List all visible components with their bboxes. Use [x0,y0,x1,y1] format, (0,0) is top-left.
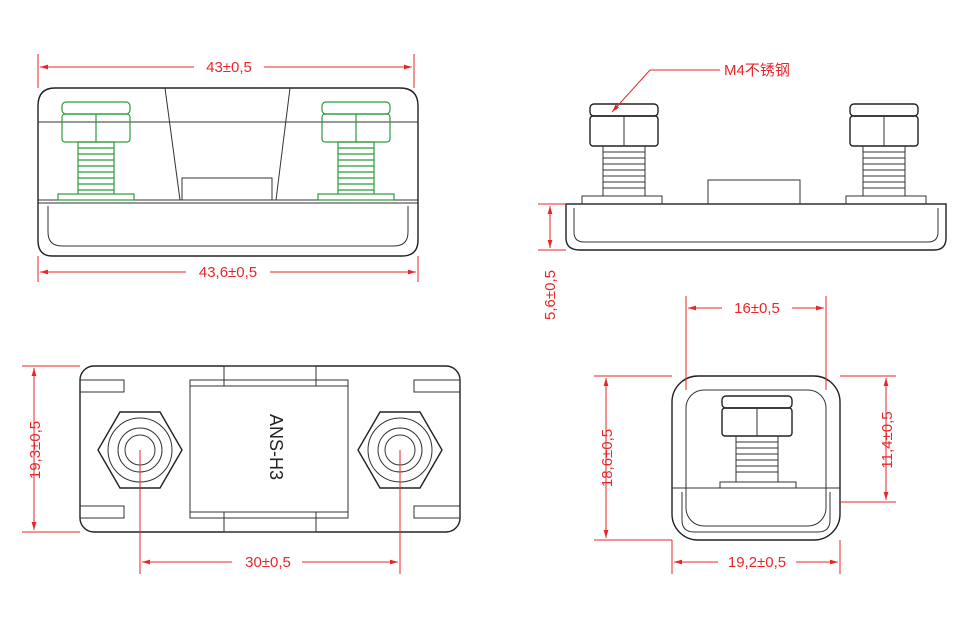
dim-end-inner-width: 16±0,5 [734,300,780,317]
front-right-bolt [317,101,395,201]
dim-end-height: 18,6±0,5 [599,429,616,487]
top-view: ANS-H3 30±0,5 19,3±0,5 [22,365,461,574]
end-view: 16±0,5 19,2±0,5 18,6±0,5 11,4±0,5 [594,296,896,574]
dim-front-bottom-width: 43,6±0,5 [199,264,257,281]
dim-bolt-spacing: 30±0,5 [245,554,291,571]
front-view: 43±0,5 43,6±0,5 [37,54,419,282]
dim-side-base-height: 5,6±0,5 [542,270,559,320]
dim-end-outer-width: 19,2±0,5 [728,554,786,571]
fuse-marking: ANS-H3 [266,414,286,480]
end-bolt [721,395,793,482]
dim-front-top-width: 43±0,5 [206,59,252,76]
front-left-bolt [57,101,135,201]
top-right-nut [357,411,443,489]
side-view: M4不锈钢 5,6±0,5 [538,62,947,320]
side-left-bolt [589,103,659,196]
dim-end-inner-height: 11,4±0,5 [879,411,896,468]
side-right-bolt [849,103,919,196]
dim-top-height: 19,3±0,5 [27,421,44,479]
label-bolt-material: M4不锈钢 [724,62,790,79]
